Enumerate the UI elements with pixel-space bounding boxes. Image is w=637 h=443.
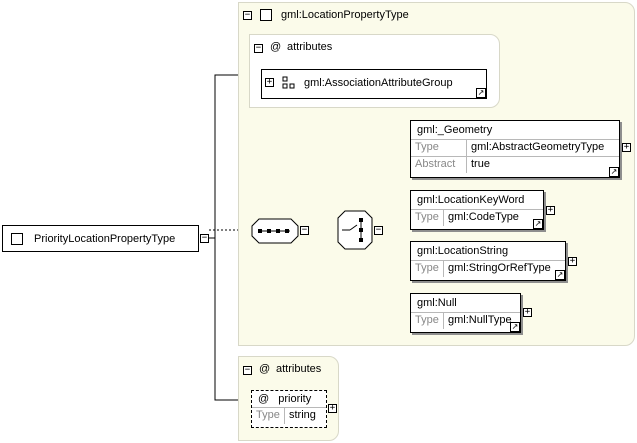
- expand-toggle[interactable]: +: [546, 205, 555, 215]
- own-attributes-collapse-toggle[interactable]: −: [243, 365, 252, 375]
- property-label: Type: [411, 313, 444, 329]
- property-label: Type: [411, 140, 467, 156]
- external-link-icon[interactable]: ↗: [555, 270, 565, 280]
- element-name: gml:_Geometry: [417, 124, 493, 136]
- property-label: Abstract: [411, 157, 467, 173]
- sequence-compositor-icon[interactable]: [251, 218, 299, 244]
- property-label: Type: [252, 408, 285, 424]
- attribute-at-icon: @: [270, 41, 282, 53]
- property-value: true: [471, 158, 490, 170]
- expand-toggle[interactable]: +: [328, 403, 337, 413]
- choice-element-geometry[interactable]: gml:_Geometry Type gml:AbstractGeometryT…: [410, 120, 620, 178]
- attribute-name: priority: [278, 393, 312, 405]
- expand-toggle[interactable]: +: [622, 142, 631, 152]
- external-link-icon[interactable]: ↗: [533, 219, 543, 229]
- element-icon: [11, 233, 23, 245]
- element-name: gml:LocationString: [417, 245, 509, 257]
- attribute-header: @ priority: [252, 391, 326, 407]
- property-row: Type gml:NullType: [411, 312, 520, 329]
- attribute-at-icon: @: [258, 393, 270, 405]
- choice-collapse-toggle[interactable]: −: [374, 225, 383, 235]
- expand-toggle[interactable]: +: [523, 307, 532, 317]
- attribute-priority-node[interactable]: @ priority Type string: [251, 390, 327, 428]
- attributes-collapse-toggle[interactable]: −: [254, 43, 263, 53]
- element-name: gml:Null: [417, 297, 457, 309]
- external-link-icon[interactable]: ↗: [476, 88, 486, 98]
- attribute-group-name: gml:AssociationAttributeGroup: [304, 77, 453, 89]
- attribute-at-icon: @: [259, 363, 271, 375]
- choice-element-location-keyword[interactable]: gml:LocationKeyWord Type gml:CodeType ↗: [410, 190, 544, 230]
- external-link-icon[interactable]: ↗: [510, 322, 520, 332]
- sequence-collapse-toggle[interactable]: −: [300, 225, 309, 235]
- root-element-node[interactable]: PriorityLocationPropertyType: [2, 225, 199, 252]
- external-link-icon[interactable]: ↗: [609, 167, 619, 177]
- expand-toggle[interactable]: +: [265, 77, 274, 87]
- property-row: Type gml:StringOrRefType: [411, 260, 565, 277]
- complex-type-name: gml:LocationPropertyType: [281, 9, 409, 21]
- choice-compositor-icon[interactable]: [337, 210, 373, 250]
- expand-toggle[interactable]: +: [568, 256, 577, 266]
- choice-element-null[interactable]: gml:Null Type gml:NullType ↗: [410, 293, 521, 333]
- property-row: Type gml:CodeType: [411, 209, 543, 226]
- property-value: string: [289, 409, 316, 421]
- element-name: gml:LocationKeyWord: [417, 194, 525, 206]
- property-value: gml:NullType: [448, 314, 512, 326]
- attribute-group-node[interactable]: + gml:AssociationAttributeGroup ↗: [261, 69, 487, 99]
- attribute-group-icon: [282, 76, 295, 89]
- collapse-toggle[interactable]: −: [243, 10, 252, 20]
- choice-element-location-string[interactable]: gml:LocationString Type gml:StringOrRefT…: [410, 241, 566, 281]
- property-value: gml:CodeType: [448, 211, 519, 223]
- attributes-label: attributes: [287, 41, 333, 53]
- root-element-name: PriorityLocationPropertyType: [34, 233, 176, 245]
- property-row: Abstract true: [411, 156, 619, 173]
- property-value: gml:AbstractGeometryType: [471, 141, 605, 153]
- property-label: Type: [411, 261, 444, 277]
- own-attributes-label: attributes: [276, 363, 322, 375]
- root-collapse-toggle[interactable]: −: [200, 233, 209, 243]
- complex-type-icon: [260, 9, 272, 21]
- property-row: Type gml:AbstractGeometryType: [411, 139, 619, 156]
- property-label: Type: [411, 210, 444, 226]
- property-row: Type string: [252, 407, 326, 424]
- property-value: gml:StringOrRefType: [448, 262, 551, 274]
